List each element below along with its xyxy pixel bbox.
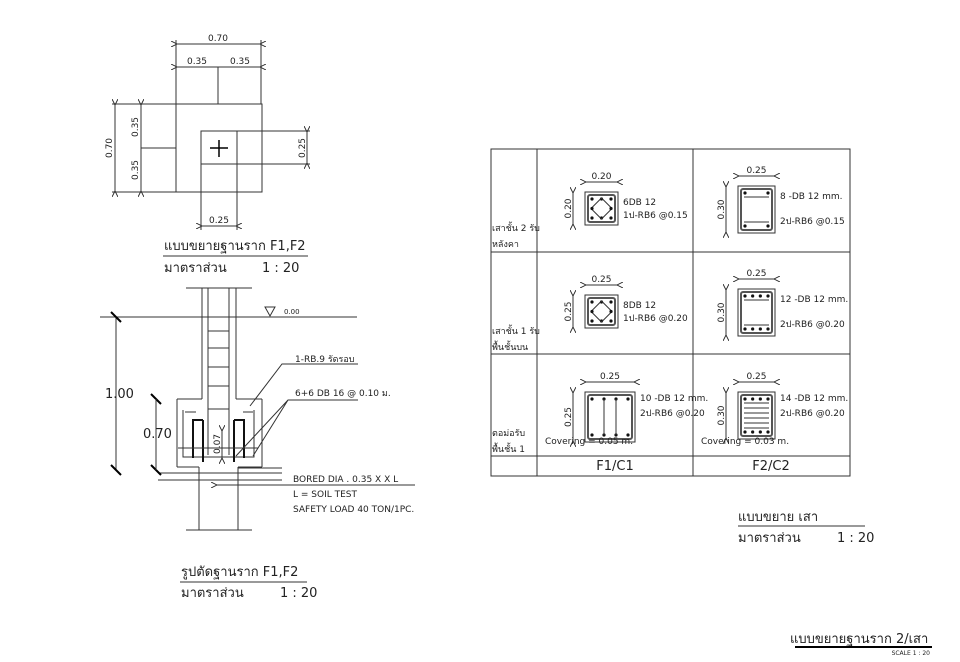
- dim-width: 0.25: [746, 166, 766, 176]
- note-bars: 6+6 DB 16 @ 0.10 ม.: [295, 389, 391, 399]
- rebar-spec: 10 -DB 12 mm.: [640, 394, 708, 404]
- dim-half-height: 0.35: [131, 160, 141, 180]
- dim-height: 0.25: [564, 407, 574, 427]
- dim-height: 0.25: [564, 301, 574, 321]
- plan-scale-value: 1 : 20: [262, 261, 299, 276]
- pile-note: BORED DIA . 0.35 X X L: [293, 475, 398, 485]
- table-footer-f1c1: F1/C1: [596, 459, 633, 474]
- note-tie: 1-RB.9 รัดรอบ: [295, 355, 355, 365]
- dim-depth: 1.00: [105, 387, 134, 402]
- footing-section: 0.00 0.07 1.00 0.70 1-RB.9 รัดรอบ 6+6 DB…: [100, 287, 415, 601]
- column-detail-title: แบบขยาย เสา: [738, 510, 818, 525]
- stirrup-spec: 2ป-RB6 @0.20: [780, 409, 845, 419]
- rebar-spec: 12 -DB 12 mm.: [780, 295, 848, 305]
- row-label: พื้นชั้นบน: [492, 340, 528, 353]
- dim-width: 0.25: [600, 372, 620, 382]
- dim-width: 0.25: [746, 269, 766, 279]
- column-section-c2: 0.25 0.30 14 -DB 12 mm. 2ป-RB6 @0.20Coverin…: [701, 372, 848, 447]
- footing-plan: 0.70 0.35 0.35 0.70 0.35 0.35 0.25 0.25 …: [105, 34, 310, 276]
- section-title: รูปตัดฐานราก F1,F2: [181, 565, 298, 580]
- dim-column-height: 0.25: [298, 138, 308, 158]
- level-marker-icon: [264, 306, 276, 318]
- dim-height: 0.30: [717, 199, 727, 219]
- dim-height: 0.30: [717, 405, 727, 425]
- dim-width: 0.20: [591, 172, 611, 182]
- row-label: เสาชั้น 1 รับ: [492, 324, 540, 337]
- stirrup-spec: 1ป-RB6 @0.20: [623, 314, 688, 324]
- stirrup-spec: 1ป-RB6 @0.15: [623, 211, 688, 221]
- rebar-spec: 6DB 12: [623, 198, 656, 208]
- dim-half-width: 0.35: [230, 57, 250, 67]
- column-section-c2: 0.25 0.30 12 -DB 12 mm. 2ป-RB6 @0.20: [717, 269, 848, 336]
- stirrup-spec: 2ป-RB6 @0.15: [780, 217, 845, 227]
- column-schedule-table: เสาชั้น 2 รับหลังคา 0.20 0.20 6DB 12 1ป-RB6 …: [490, 148, 851, 477]
- covering-note: Covering = 0.05 m.: [545, 437, 633, 447]
- plan-scale-label: มาตราส่วน: [164, 261, 227, 276]
- pile-note: SAFETY LOAD 40 TON/1PC.: [293, 505, 414, 515]
- column-detail-scale-label: มาตราส่วน: [738, 531, 801, 546]
- level-label: 0.00: [284, 308, 300, 316]
- column-center-mark: [210, 140, 228, 157]
- column-section-c2: 0.25 0.30 8 -DB 12 mm. 2ป-RB6 @0.15: [717, 166, 845, 233]
- rebar-spec: 14 -DB 12 mm.: [780, 394, 848, 404]
- dim-height: 0.20: [564, 198, 574, 218]
- sheet-scale: SCALE 1 : 20: [892, 650, 931, 657]
- dim-half-height: 0.35: [131, 117, 141, 137]
- column-section-c1: 0.25 0.25 8DB 12 1ป-RB6 @0.20: [564, 275, 688, 328]
- row-label: เสาชั้น 2 รับ: [492, 221, 540, 234]
- dim-height: 0.30: [717, 302, 727, 322]
- column-detail-scale-value: 1 : 20: [837, 531, 874, 546]
- dim-half-width: 0.35: [187, 57, 207, 67]
- table-footer-f2c2: F2/C2: [752, 459, 789, 474]
- plan-title: แบบขยายฐานราก F1,F2: [164, 239, 306, 254]
- row-label: ตอม่อรับ: [492, 429, 525, 439]
- stirrup-spec: 2ป-RB6 @0.20: [640, 409, 705, 419]
- dim-total-height: 0.70: [105, 138, 115, 158]
- pile-note: L = SOIL TEST: [293, 490, 358, 500]
- row-label: พื้นชั้น 1: [492, 442, 525, 455]
- dim-column-width: 0.25: [209, 216, 229, 226]
- sheet-title: แบบขยายฐานราก 2/เสา: [790, 632, 928, 647]
- covering-note: Covering = 0.03 m.: [701, 437, 789, 447]
- stirrup-spec: 2ป-RB6 @0.20: [780, 320, 845, 330]
- section-scale-label: มาตราส่วน: [181, 586, 244, 601]
- dim-footing-height: 0.70: [143, 427, 172, 442]
- section-scale-value: 1 : 20: [280, 586, 317, 601]
- rebar-spec: 8DB 12: [623, 301, 656, 311]
- dim-width: 0.25: [591, 275, 611, 285]
- rebar-spec: 8 -DB 12 mm.: [780, 192, 843, 202]
- column-section-c1: 0.20 0.20 6DB 12 1ป-RB6 @0.15: [564, 172, 688, 225]
- dim-cover: 0.07: [213, 434, 223, 454]
- dim-total-width: 0.70: [208, 34, 228, 44]
- row-label: หลังคา: [492, 240, 519, 250]
- dim-width: 0.25: [746, 372, 766, 382]
- column-section-c1: 0.25 0.25 10 -DB 12 mm. 2ป-RB6 @0.20Coverin…: [545, 372, 708, 447]
